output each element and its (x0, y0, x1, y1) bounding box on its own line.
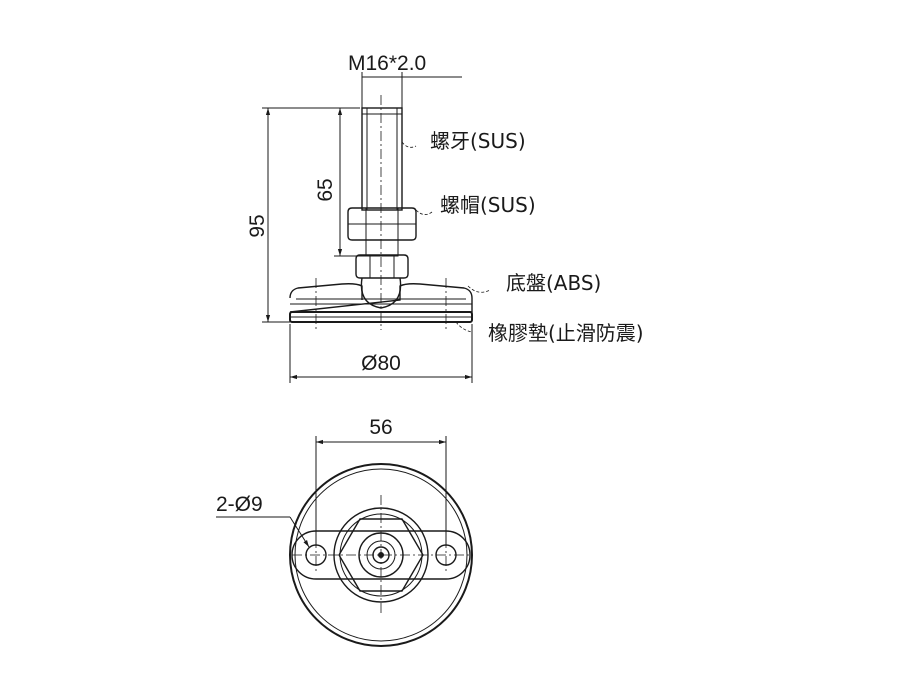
thread-spec-label: M16*2.0 (348, 52, 426, 75)
top-view: 56 2-Ø9 (216, 416, 473, 647)
top-nut (347, 207, 417, 257)
thread-dimension: M16*2.0 (348, 52, 462, 108)
part-callouts: 螺牙(SUS) 螺帽(SUS) 底盤(ABS) 橡膠墊(止滑防震) (401, 129, 644, 345)
callout-nut: 螺帽(SUS) (440, 193, 536, 217)
callout-thread: 螺牙(SUS) (430, 129, 526, 153)
hole-spacing-dimension: 56 (315, 416, 447, 545)
side-view: M16*2.0 95 65 Ø80 螺牙(SUS) 螺帽(SUS) (246, 52, 644, 383)
callout-base: 底盤(ABS) (506, 271, 601, 295)
thread-length-dimension: 65 (314, 108, 366, 257)
thread-length-label: 65 (314, 178, 337, 201)
rubber-pad (289, 311, 473, 323)
hole-spacing-label: 56 (369, 416, 392, 439)
threaded-stud (361, 95, 403, 330)
hole-spec-label: 2-Ø9 (216, 493, 263, 516)
base-diameter-dimension: Ø80 (289, 324, 473, 383)
callout-rubber-pad: 橡膠墊(止滑防震) (488, 321, 644, 345)
total-height-dimension: 95 (246, 107, 360, 323)
hole-spec-dimension: 2-Ø9 (216, 493, 310, 548)
base-diameter-label: Ø80 (361, 352, 401, 375)
total-height-label: 95 (246, 214, 269, 237)
base-outline (289, 463, 473, 647)
